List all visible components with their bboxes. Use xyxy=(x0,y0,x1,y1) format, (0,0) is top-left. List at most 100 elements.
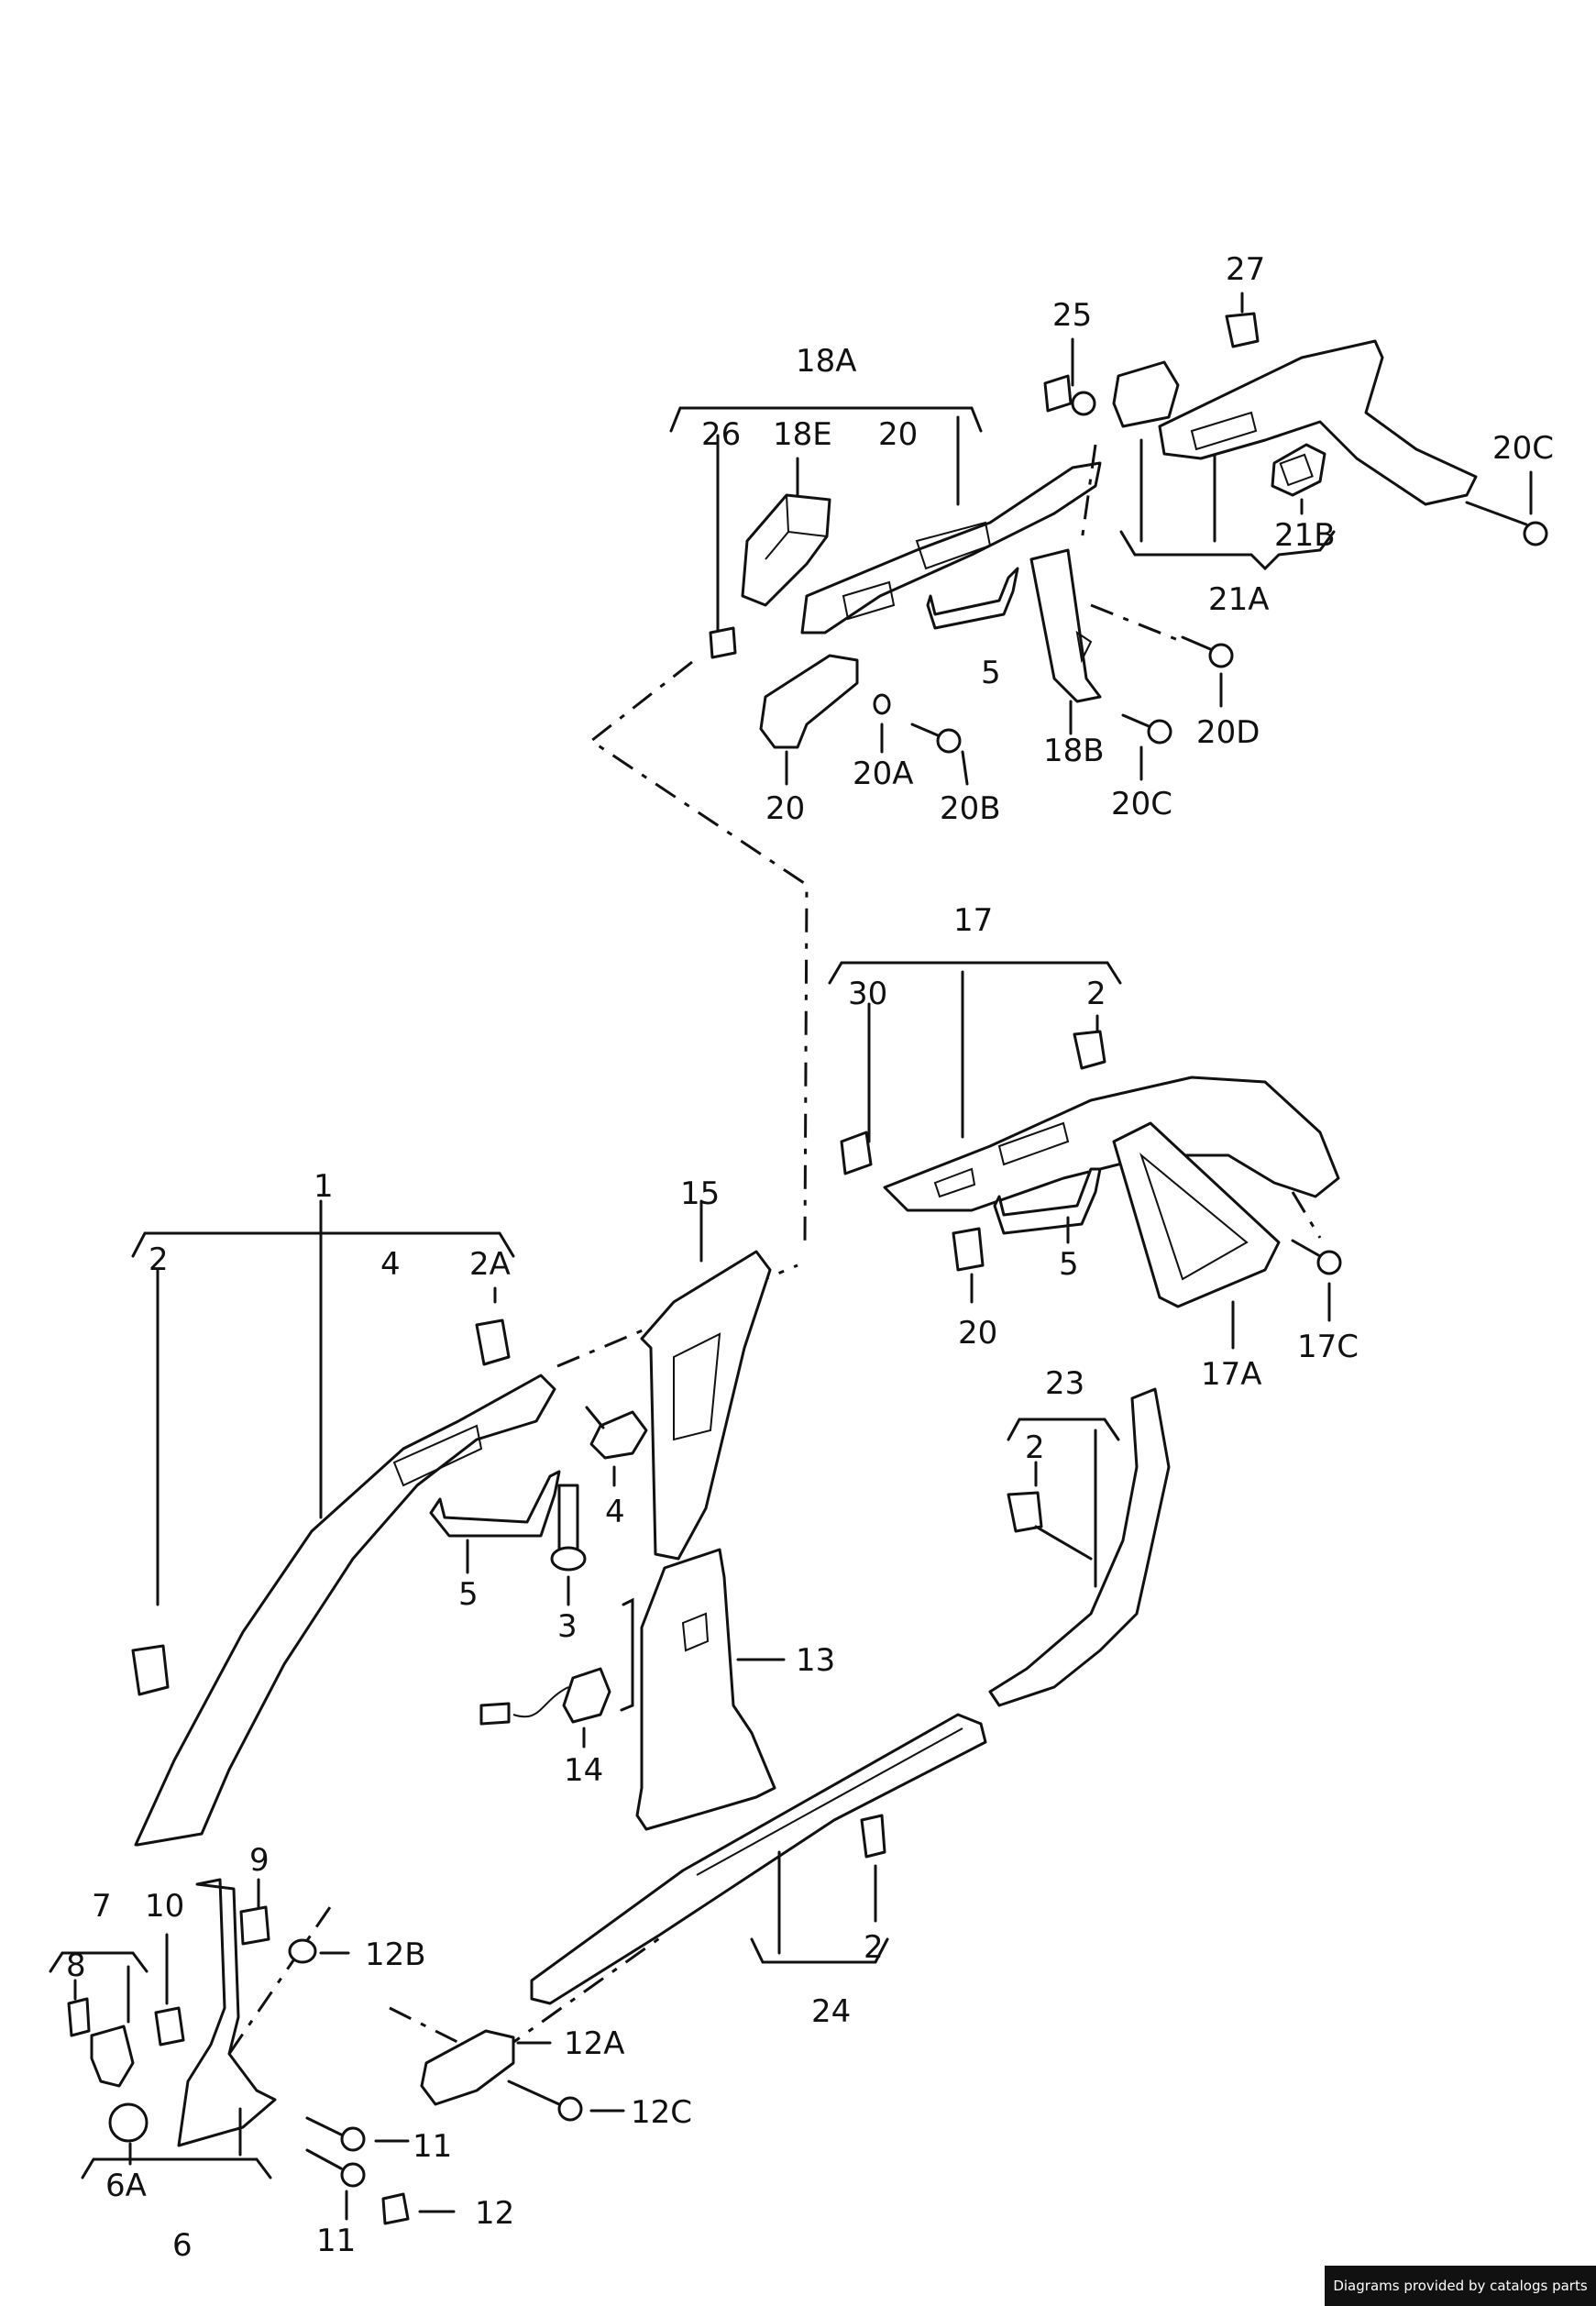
clip-2-23 xyxy=(1007,1491,1043,1533)
screw-11a xyxy=(305,2116,410,2152)
clip-2-1 xyxy=(131,1644,170,1696)
bracket-12A xyxy=(420,2029,515,2106)
trim-1 xyxy=(134,1374,556,1847)
label-17A: 17A xyxy=(1201,1356,1262,1393)
clip-30 xyxy=(840,1131,873,1175)
label-9: 9 xyxy=(249,1842,270,1879)
label-14: 14 xyxy=(564,1752,603,1789)
label-20C-top: 20C xyxy=(1492,430,1554,467)
trim-17A xyxy=(1112,1121,1281,1308)
grab-handle-5-top xyxy=(926,567,1019,630)
clip-27 xyxy=(1225,312,1260,348)
pillar-13 xyxy=(620,1548,786,1831)
label-5-b: 5 xyxy=(458,1576,479,1613)
label-12A: 12A xyxy=(564,2025,625,2062)
label-10: 10 xyxy=(145,1888,184,1925)
bracket-7 xyxy=(90,2025,135,2088)
callout-labels: 18A 26 18E 20 25 27 20C 21B 21A 5 20D 18… xyxy=(66,251,1554,2264)
screw-20D xyxy=(1181,635,1234,708)
clip-12 xyxy=(381,2192,410,2225)
plug-6A xyxy=(108,2102,149,2143)
clip-10 xyxy=(154,2006,185,2047)
dash-18A-15 xyxy=(589,660,809,1243)
speaker-14 xyxy=(479,1667,611,1749)
screw-20C-mid xyxy=(1121,713,1172,781)
trim-23 xyxy=(988,1387,1171,1707)
label-8: 8 xyxy=(66,1947,86,1984)
group-18A xyxy=(669,406,1234,786)
clip-26 xyxy=(709,626,737,659)
label-2A: 2A xyxy=(469,1246,511,1283)
label-20C-mid: 20C xyxy=(1111,786,1172,822)
screw-3 xyxy=(550,1484,587,1606)
nut-12B xyxy=(288,1938,350,1964)
grab-mount-18A xyxy=(800,461,1102,634)
pillar-15 xyxy=(640,1199,772,1561)
label-24: 24 xyxy=(811,1993,851,2030)
label-12: 12 xyxy=(475,2195,514,2232)
label-4-1: 4 xyxy=(380,1246,401,1283)
clip-2-24 xyxy=(860,1814,886,1859)
label-18E: 18E xyxy=(773,416,832,453)
label-17C: 17C xyxy=(1297,1329,1359,1365)
label-23: 23 xyxy=(1045,1365,1084,1402)
trim-17 xyxy=(883,1076,1340,1212)
clip-9 xyxy=(239,1905,270,1946)
credit-badge: Diagrams provided by catalogs parts xyxy=(1325,2266,1596,2306)
handle-bracket-20 xyxy=(759,654,859,749)
screw-12C xyxy=(507,2080,625,2122)
group-6 xyxy=(49,1878,666,2225)
group-17 xyxy=(828,961,1342,1350)
label-7: 7 xyxy=(92,1888,112,1925)
label-20-top: 20 xyxy=(878,416,918,453)
label-20A: 20A xyxy=(853,756,914,792)
group-21A xyxy=(1043,292,1548,571)
clip-2-17 xyxy=(1073,1030,1106,1070)
label-26: 26 xyxy=(701,416,741,453)
trim-21A xyxy=(1158,339,1478,506)
label-30: 30 xyxy=(848,976,887,1012)
label-13: 13 xyxy=(796,1642,835,1679)
label-6: 6 xyxy=(172,2227,193,2264)
trim-18B xyxy=(1029,548,1102,703)
group-1 xyxy=(131,1199,798,1847)
screw-11b xyxy=(305,2148,366,2221)
frame-21B xyxy=(1271,443,1326,497)
label-1: 1 xyxy=(314,1168,334,1205)
label-12C: 12C xyxy=(631,2094,692,2131)
label-3: 3 xyxy=(557,1608,578,1645)
clip-25 xyxy=(1043,374,1073,413)
screw-20B xyxy=(910,723,962,754)
label-2-17: 2 xyxy=(1086,976,1106,1012)
trim-6 xyxy=(177,1878,277,2147)
label-2-1: 2 xyxy=(149,1241,169,1278)
label-20-bottom: 20 xyxy=(765,790,805,827)
label-5-17: 5 xyxy=(1059,1246,1079,1283)
label-11b: 11 xyxy=(316,2223,356,2259)
label-21A: 21A xyxy=(1208,581,1270,618)
screw-20C-top xyxy=(1465,470,1548,546)
cover-4 xyxy=(585,1406,648,1487)
label-11a: 11 xyxy=(413,2128,452,2165)
label-20-17: 20 xyxy=(958,1315,997,1352)
screw-25 xyxy=(1071,337,1096,416)
clip-2A xyxy=(475,1319,511,1366)
sill-24 xyxy=(530,1713,987,2005)
label-4-b: 4 xyxy=(605,1494,625,1530)
grab-handle-5-1 xyxy=(429,1470,561,1538)
label-5-top: 5 xyxy=(981,655,1001,691)
label-18B: 18B xyxy=(1043,733,1105,769)
group-23 xyxy=(988,1387,1171,1707)
clip-8 xyxy=(67,1997,91,2037)
label-18A: 18A xyxy=(796,343,857,380)
bracket-18E xyxy=(741,493,831,607)
label-12B: 12B xyxy=(365,1936,426,1973)
label-20D: 20D xyxy=(1196,714,1260,751)
label-2-24: 2 xyxy=(864,1929,884,1966)
grab-handle-5-17 xyxy=(993,1167,1102,1235)
label-6A: 6A xyxy=(105,2168,147,2204)
label-2-23: 2 xyxy=(1025,1429,1045,1466)
bracket-21A xyxy=(1112,360,1180,428)
label-20B: 20B xyxy=(940,790,1001,827)
